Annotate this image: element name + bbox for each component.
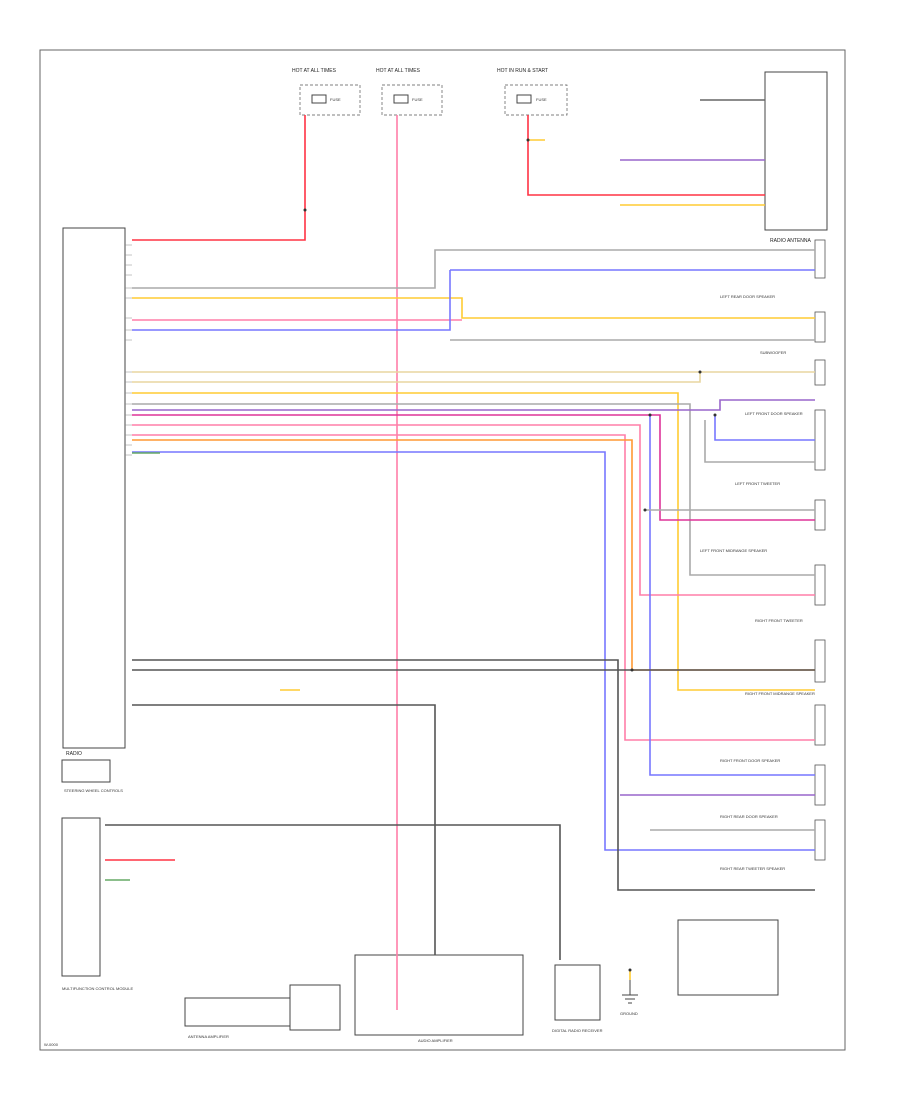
digital-radio-label: DIGITAL RADIO RECEIVER xyxy=(552,1028,603,1033)
radio-module: RADIO xyxy=(62,227,132,757)
splices xyxy=(303,138,717,972)
connector-6 xyxy=(814,564,826,606)
rr-tweeter-label: RIGHT REAR TWEETER SPEAKER xyxy=(720,866,785,871)
fuse-block-2: HOT AT ALL TIMES FUSE xyxy=(376,68,443,116)
wire-violet-1 xyxy=(132,399,815,411)
antenna-amp-label: ANTENNA AMPLIFIER xyxy=(188,1034,229,1039)
connector-8 xyxy=(814,704,826,746)
ground-label: GROUND xyxy=(620,1011,638,1016)
connector-2 xyxy=(814,311,826,343)
bottom-module-2 xyxy=(289,984,341,1031)
wire-dark-4 xyxy=(105,824,561,960)
wire-pink-3 xyxy=(132,434,815,741)
connector-7 xyxy=(814,639,826,683)
fuse-block-2-title: HOT AT ALL TIMES xyxy=(376,68,421,74)
fuse-block-2-fuse: FUSE xyxy=(412,97,423,102)
rf-door-speaker-label: RIGHT FRONT DOOR SPEAKER xyxy=(720,758,780,763)
fuse-block-1: HOT AT ALL TIMES FUSE xyxy=(292,68,361,116)
wire-blue-5 xyxy=(714,415,815,441)
fuse-block-3-fuse: FUSE xyxy=(536,97,547,102)
wire-blue-4 xyxy=(649,415,815,776)
top-right-module: RADIO ANTENNA xyxy=(764,71,828,244)
rr-door-speaker-label: RIGHT REAR DOOR SPEAKER xyxy=(720,814,778,819)
fuse-block-3-title: HOT IN RUN & START xyxy=(497,68,548,74)
steering-wheel-controls-label: STEERING WHEEL CONTROLS xyxy=(64,788,123,793)
wire-gray-1 xyxy=(132,249,815,289)
wire-gray-3 xyxy=(132,403,815,576)
rf-tweeter-label: RIGHT FRONT TWEETER xyxy=(755,618,803,623)
radio-antenna-label: RADIO ANTENNA xyxy=(770,238,812,244)
wire-yellow-1 xyxy=(132,297,815,319)
fuse-block-1-title: HOT AT ALL TIMES xyxy=(292,68,337,74)
steering-wheel-controls: STEERING WHEEL CONTROLS xyxy=(61,759,123,793)
audio-amplifier-module: AUDIO AMPLIFIER xyxy=(354,954,524,1043)
lf-midrange-label: LEFT FRONT MIDRANGE SPEAKER xyxy=(700,548,767,553)
diagram-frame xyxy=(39,49,846,1051)
connector-3 xyxy=(814,359,826,386)
connector-4 xyxy=(814,409,826,471)
multifunction-label: MULTIFUNCTION CONTROL MODULE xyxy=(62,986,133,991)
rf-midrange-label: RIGHT FRONT MIDRANGE SPEAKER xyxy=(745,691,815,696)
connector-1 xyxy=(814,239,826,279)
bottom-module-4: DIGITAL RADIO RECEIVER xyxy=(552,964,603,1033)
wires xyxy=(105,99,815,1010)
bottom-module-1: ANTENNA AMPLIFIER xyxy=(184,997,291,1039)
subwoofer-label: SUBWOOFER xyxy=(760,350,786,355)
wire-dark-1 xyxy=(132,659,815,891)
wire-blue-3 xyxy=(132,451,815,851)
lr-door-speaker-label: LEFT REAR DOOR SPEAKER xyxy=(720,294,775,299)
bottom-right-module xyxy=(677,919,779,996)
wire-dark-3 xyxy=(132,704,436,955)
fuse-block-3: HOT IN RUN & START FUSE xyxy=(497,68,568,116)
wire-red-top-right xyxy=(527,115,765,196)
fuse-block-1-fuse: FUSE xyxy=(330,97,341,102)
wire-pink-2 xyxy=(132,424,815,596)
radio-label: RADIO xyxy=(66,751,82,757)
wire-red-1 xyxy=(132,115,306,241)
connector-5 xyxy=(814,499,826,531)
multifunction-control-module: MULTIFUNCTION CONTROL MODULE xyxy=(61,817,133,991)
connector-10 xyxy=(814,819,826,861)
wire-blue-2 xyxy=(132,270,451,331)
audio-amplifier-label: AUDIO AMPLIFIER xyxy=(418,1038,453,1043)
lf-tweeter-label: LEFT FRONT TWEETER xyxy=(735,481,780,486)
wire-magenta-1 xyxy=(132,414,815,521)
connector-9 xyxy=(814,764,826,806)
wire-tan-2 xyxy=(132,372,701,383)
wire-gray-4 xyxy=(704,420,815,463)
wire-yellow-3 xyxy=(132,392,815,691)
footer-code: W-0000 xyxy=(44,1042,59,1047)
lf-door-speaker-label: LEFT FRONT DOOR SPEAKER xyxy=(745,411,803,416)
